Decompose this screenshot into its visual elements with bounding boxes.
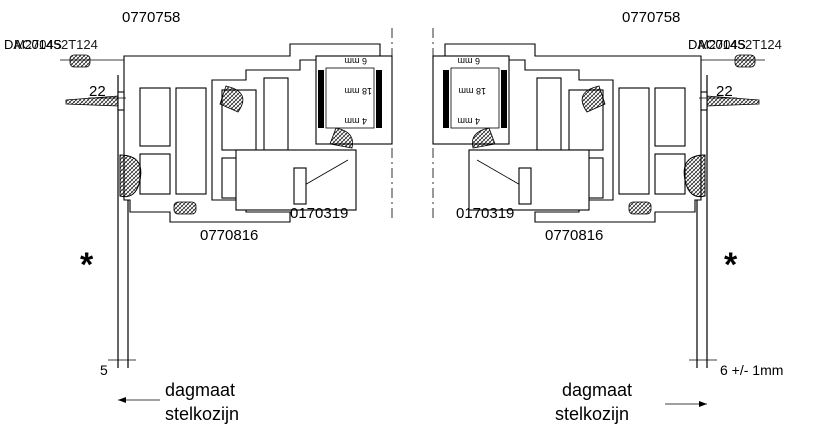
right-dim-label-2: stelkozijn — [555, 404, 629, 424]
left-corner-gasket — [69, 54, 91, 68]
right-screw-label: 22 — [716, 83, 733, 100]
left-bead-clip — [293, 167, 307, 205]
right-glass-cavity — [450, 67, 500, 129]
right-corner-gasket — [734, 54, 756, 68]
right-foam-sealant — [683, 154, 706, 198]
right-top-code: 0770758 — [622, 9, 680, 26]
right-screw-icon — [706, 95, 760, 107]
left-top-code: 0770758 — [122, 9, 180, 26]
left-frame-chamber-3 — [175, 87, 207, 195]
left-marker: * — [80, 246, 94, 284]
left-glass-thickness-top: 6 mm — [345, 56, 368, 66]
right-glass-thickness-top: 6 mm — [458, 56, 481, 66]
right-glass-thickness-bottom: 4 mm — [458, 116, 481, 126]
left-gasket-lower — [329, 127, 354, 149]
left-bottom-gasket — [173, 201, 197, 215]
right-frame-chamber-1 — [654, 87, 686, 147]
right-glass-spacer-left — [443, 70, 449, 128]
right-frame-chamber-2 — [654, 153, 686, 195]
right-bead-clip — [518, 167, 532, 205]
right-gap-label: 6 +/- 1mm — [720, 362, 783, 378]
right-section-detail: 0770758 DAC014S M270452T124 22 0170319 0… — [432, 9, 783, 424]
right-profile-code-a: 0170319 — [456, 205, 514, 222]
left-dim-label-1: dagmaat — [165, 380, 235, 400]
left-sash-chamber-3 — [263, 77, 289, 151]
left-profile-code-b: 0770816 — [200, 227, 258, 244]
right-marker: * — [724, 246, 738, 284]
left-section-detail: 0770758 DAC014S M270452T124 22 0170319 0… — [4, 9, 393, 424]
right-glass-cavity-label: 18 mm — [458, 86, 486, 96]
left-corner-code: DAC014S — [4, 37, 62, 52]
left-glass-thickness-bottom: 4 mm — [345, 116, 368, 126]
right-dim-arrow-icon — [699, 401, 707, 407]
right-frame-chamber-3 — [618, 87, 650, 195]
right-corner-code-overlap: M270452T124 — [698, 37, 782, 52]
right-gasket-lower — [471, 127, 496, 149]
left-profile-code-a: 0170319 — [290, 205, 348, 222]
left-screw-head-icon — [117, 91, 125, 111]
left-frame-chamber-1 — [139, 87, 171, 147]
right-sash-chamber-3 — [536, 77, 562, 151]
left-gap-label: 5 — [100, 362, 108, 378]
right-bottom-gasket — [628, 201, 652, 215]
left-dim-arrow-icon — [118, 397, 126, 403]
left-dim-label-2: stelkozijn — [165, 404, 239, 424]
left-glass-spacer-right — [376, 70, 382, 128]
right-corner-code: DAC014S — [688, 37, 746, 52]
left-frame-chamber-2 — [139, 153, 171, 195]
right-gasket-upper — [581, 85, 606, 113]
left-glass-cavity-label: 18 mm — [344, 86, 372, 96]
left-gasket-upper — [219, 85, 244, 113]
left-foam-sealant — [119, 154, 142, 198]
right-dim-label-1: dagmaat — [562, 380, 632, 400]
left-corner-code-overlap: M270452T124 — [14, 37, 98, 52]
right-profile-code-b: 0770816 — [545, 227, 603, 244]
left-glass-spacer-left — [318, 70, 324, 128]
right-screw-head-icon — [700, 91, 708, 111]
right-glass-spacer-right — [501, 70, 507, 128]
left-screw-label: 22 — [89, 83, 106, 100]
left-glass-cavity — [325, 67, 375, 129]
